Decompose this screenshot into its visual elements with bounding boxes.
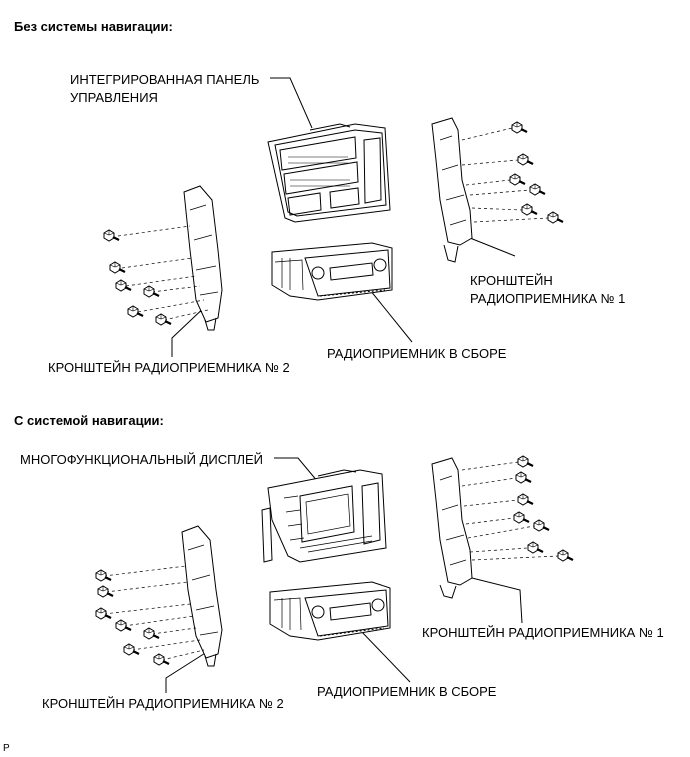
- leader-bracket-1-top: [469, 237, 516, 257]
- radio-bracket-2-top: [183, 185, 223, 331]
- label-integrated-control-panel-line2: УПРАВЛЕНИЯ: [70, 90, 158, 105]
- radio-bracket-1-top: [431, 117, 473, 263]
- heading-without-navigation: Без системы навигации:: [14, 19, 173, 34]
- integrated-control-panel: [267, 123, 391, 223]
- label-radio-bracket-1-top-line2: РАДИОПРИЕМНИКА № 1: [470, 291, 626, 306]
- label-radio-bracket-1-top-line1: КРОНШТЕЙН: [470, 273, 553, 288]
- radio-bracket-1-bottom: [431, 457, 473, 599]
- leader-radio-bottom: [359, 629, 411, 683]
- bolts-bottom-right: [512, 454, 575, 563]
- heading-with-navigation: С системой навигации:: [14, 413, 164, 428]
- label-radio-bracket-2-bottom: КРОНШТЕЙН РАДИОПРИЕМНИКА № 2: [42, 696, 284, 711]
- radio-assembly-bottom: [269, 581, 391, 641]
- leader-bracket-1-bottom: [471, 577, 523, 624]
- label-radio-bracket-2-top: КРОНШТЕЙН РАДИОПРИЕМНИКА № 2: [48, 360, 290, 375]
- label-integrated-control-panel: ИНТЕГРИРОВАННАЯ ПАНЕЛЬ УПРАВЛЕНИЯ: [70, 71, 259, 107]
- label-radio-assembly-top: РАДИОПРИЕМНИК В СБОРЕ: [327, 346, 507, 361]
- figure-reference: P: [3, 743, 10, 754]
- bolts-top-left: [102, 228, 173, 327]
- label-multifunction-display: МНОГОФУНКЦИОНАЛЬНЫЙ ДИСПЛЕЙ: [20, 452, 264, 467]
- bolts-top-right: [508, 120, 565, 225]
- leader-radio-top: [369, 289, 413, 343]
- leader-bracket-2-top: [171, 301, 211, 357]
- multifunction-display: [261, 469, 387, 563]
- label-integrated-control-panel-line1: ИНТЕГРИРОВАННАЯ ПАНЕЛЬ: [70, 72, 260, 87]
- leader-display: [274, 457, 319, 483]
- label-radio-bracket-1-top: КРОНШТЕЙН РАДИОПРИЕМНИКА № 1: [470, 272, 625, 308]
- bolts-bottom-left: [94, 568, 171, 667]
- leader-control-panel: [270, 77, 313, 129]
- radio-assembly-top: [271, 242, 393, 301]
- leader-bracket-2-bottom: [165, 649, 211, 693]
- label-radio-assembly-bottom: РАДИОПРИЕМНИК В СБОРЕ: [317, 684, 497, 699]
- radio-bracket-2-bottom: [181, 525, 223, 667]
- label-radio-bracket-1-bottom: КРОНШТЕЙН РАДИОПРИЕМНИКА № 1: [422, 625, 664, 640]
